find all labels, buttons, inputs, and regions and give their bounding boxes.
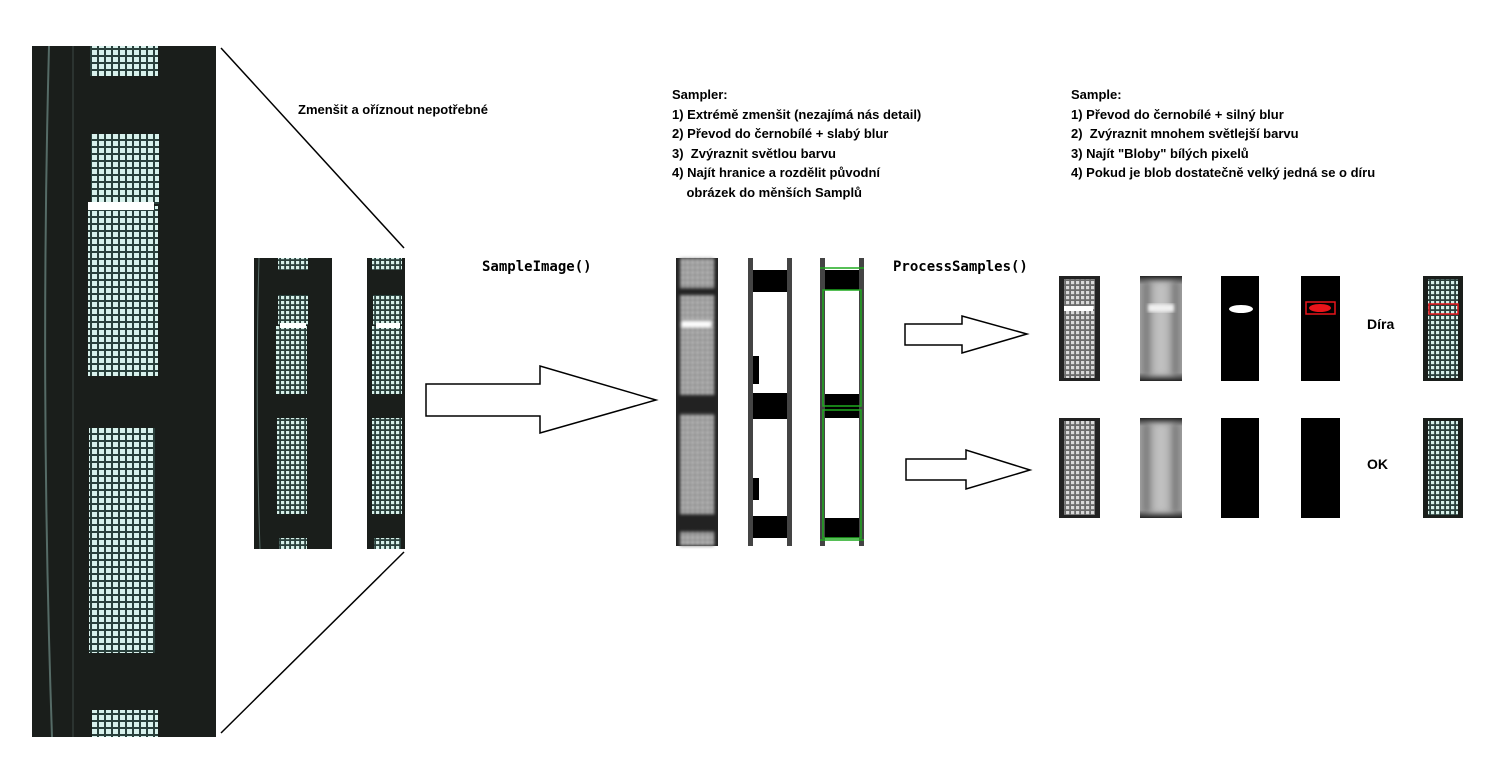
sample-hole-threshold: [1221, 276, 1259, 381]
zoom-line-bottom: [220, 551, 405, 734]
sampler-step: 3) Zvýraznit světlou barvu: [672, 145, 836, 161]
sampler-contour-strip: [820, 258, 864, 546]
crop-label: Zmenšit a oříznout nepotřebné: [298, 102, 488, 117]
sampler-step: 1) Extrémě zmenšit (nezajímá nás detail): [672, 106, 922, 122]
sample-step: 4) Pokud je blob dostatečně velký jedná …: [1071, 165, 1376, 180]
sample-ok-blob: [1301, 418, 1340, 518]
process-samples-call-label: ProcessSamples(): [893, 259, 1028, 275]
sampler-title: Sampler:: [672, 87, 728, 102]
result-hole-label: Díra: [1367, 316, 1395, 332]
result-ok-label: OK: [1367, 456, 1388, 472]
sampler-step: 4) Najít hranice a rozdělit původní: [672, 165, 881, 180]
sampler-steps-block: Sampler: 1) Extrémě zmenšit (nezajímá ná…: [672, 85, 921, 202]
sample-step: 2) Zvýraznit mnohem světlejší barvu: [1071, 126, 1299, 141]
sample-steps-block: Sample: 1) Převod do černobílé + silný b…: [1071, 85, 1375, 183]
strip-cropped: [367, 258, 405, 549]
sampler-step: obrázek do měnších Samplů: [672, 184, 862, 200]
sample-ok-gray: [1059, 418, 1100, 518]
zoom-line-top: [220, 47, 405, 249]
arrow-to-ok-row: [905, 448, 1033, 491]
sample-step: 3) Najít "Bloby" bílých pixelů: [1071, 145, 1249, 161]
sampler-step: 2) Převod do černobílé + slabý blur: [672, 126, 889, 141]
arrow-to-hole-row: [904, 315, 1030, 355]
sample-hole-gray: [1059, 276, 1100, 381]
sample-hole-blob: [1301, 276, 1340, 381]
sample-hole-blur: [1140, 276, 1182, 381]
sample-ok-threshold: [1221, 418, 1259, 518]
sample-steps-list: 1) Převod do černobílé + silný blur 2) Z…: [1071, 105, 1375, 183]
sample-image-call-label: SampleImage(): [482, 259, 592, 275]
sample-step: 1) Převod do černobílé + silný blur: [1071, 106, 1284, 122]
sample-ok-blur: [1140, 418, 1182, 518]
sampler-steps-list: 1) Extrémě zmenšit (nezajímá nás detail)…: [672, 105, 921, 203]
arrow-sample-image: [425, 364, 659, 434]
sampler-threshold-strip: [748, 258, 792, 546]
original-strip-large: [32, 45, 216, 738]
strip-uncropped: [254, 257, 332, 550]
sample-hole-result: [1423, 276, 1463, 381]
sample-ok-result: [1423, 418, 1463, 518]
sample-title: Sample:: [1071, 87, 1122, 102]
sampler-grayscale-strip: [676, 258, 718, 546]
